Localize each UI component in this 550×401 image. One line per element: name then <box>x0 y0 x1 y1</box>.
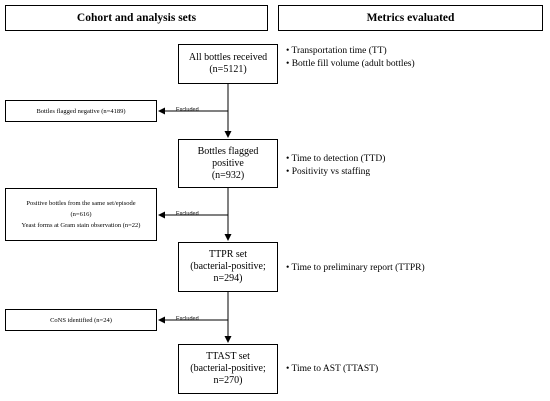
metrics-ttast-set: • Time to AST (TTAST) <box>286 364 379 374</box>
node-ttpr-set: TTPR set (bacterial-positive; n=294) <box>178 242 278 292</box>
excluded-label-1: Excluded <box>176 107 199 113</box>
metrics-received: • Transportation time (TT) • Bottle fill… <box>286 46 415 69</box>
metrics-ttpr-set: • Time to preliminary report (TTPR) <box>286 263 425 273</box>
node-all-bottles-received: All bottles received (n=5121) <box>178 44 278 84</box>
header-metrics: Metrics evaluated <box>278 5 543 31</box>
node-bottles-flagged-positive: Bottles flagged positive (n=932) <box>178 139 278 188</box>
excluded-label-3: Excluded <box>176 316 199 322</box>
exclusion-cons-identified: CoNS identified (n=24) <box>5 309 157 331</box>
exclusion-same-episode-yeast: Positive bottles from the same set/episo… <box>5 188 157 241</box>
metrics-flagged-positive: • Time to detection (TTD) • Positivity v… <box>286 154 386 177</box>
exclusion-flagged-negative: Bottles flagged negative (n=4189) <box>5 100 157 122</box>
excluded-label-2: Excluded <box>176 211 199 217</box>
node-ttast-set: TTAST set (bacterial-positive; n=270) <box>178 344 278 394</box>
header-cohort: Cohort and analysis sets <box>5 5 268 31</box>
